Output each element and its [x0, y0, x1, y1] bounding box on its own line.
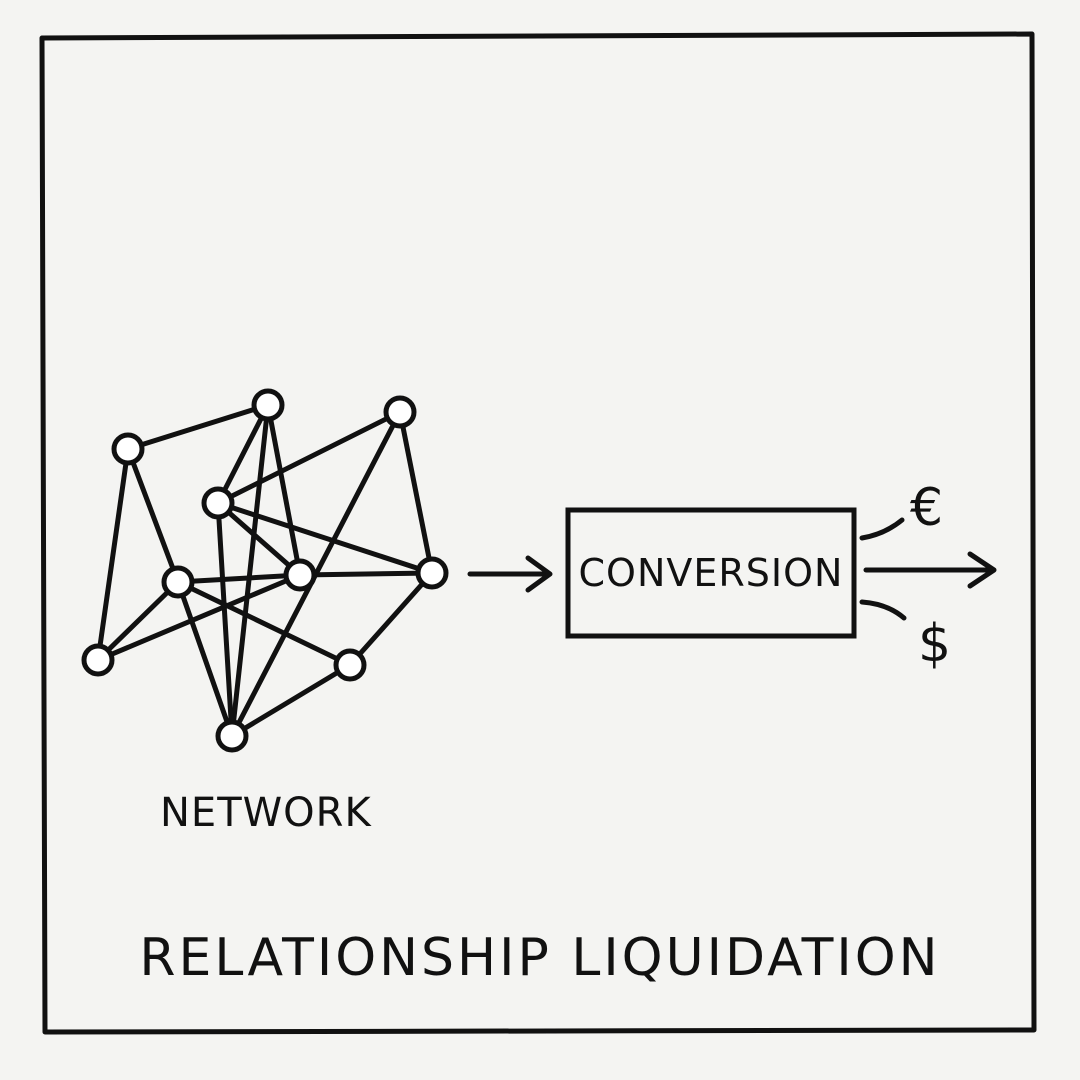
network-node [111, 432, 145, 466]
euro-symbol: € [910, 478, 945, 538]
panel-title: RELATIONSHIP LIQUIDATION [139, 928, 941, 988]
dollar-symbol: $ [918, 614, 953, 674]
arrow-to-conversion [467, 555, 553, 593]
network-edge [175, 579, 353, 668]
network-edge [215, 402, 271, 506]
network-edge [95, 579, 181, 663]
network-nodes [81, 388, 449, 753]
network-node [251, 388, 285, 422]
output-arrow [863, 551, 997, 589]
network-edge [215, 500, 235, 739]
network-edge [297, 570, 435, 578]
network-label: NETWORK [160, 790, 372, 836]
network-edges [95, 402, 435, 739]
conversion-label: CONVERSION [578, 551, 844, 595]
dollar-stroke [859, 599, 907, 621]
network-edge [175, 579, 235, 739]
network-edge [347, 570, 435, 668]
network-node [81, 643, 115, 677]
network-edge [397, 409, 435, 576]
euro-stroke [859, 517, 905, 541]
network-node [283, 558, 317, 592]
network-edge [95, 572, 303, 663]
network-node [415, 556, 449, 590]
network-node [201, 486, 235, 520]
network-edge [175, 572, 303, 585]
network-node [215, 719, 249, 753]
network-edge [215, 500, 303, 578]
network-edge [95, 446, 131, 663]
network-edge [215, 409, 403, 506]
network-edge [265, 402, 303, 578]
network-edge [125, 446, 181, 585]
network-edge [125, 402, 271, 452]
network-edge [229, 662, 353, 739]
conversion-box [565, 507, 857, 639]
network-node [333, 648, 367, 682]
network-node [161, 565, 195, 599]
network-edge [215, 500, 435, 576]
network-node [383, 395, 417, 429]
panel-border [39, 31, 1037, 1035]
network-edge [229, 402, 271, 739]
